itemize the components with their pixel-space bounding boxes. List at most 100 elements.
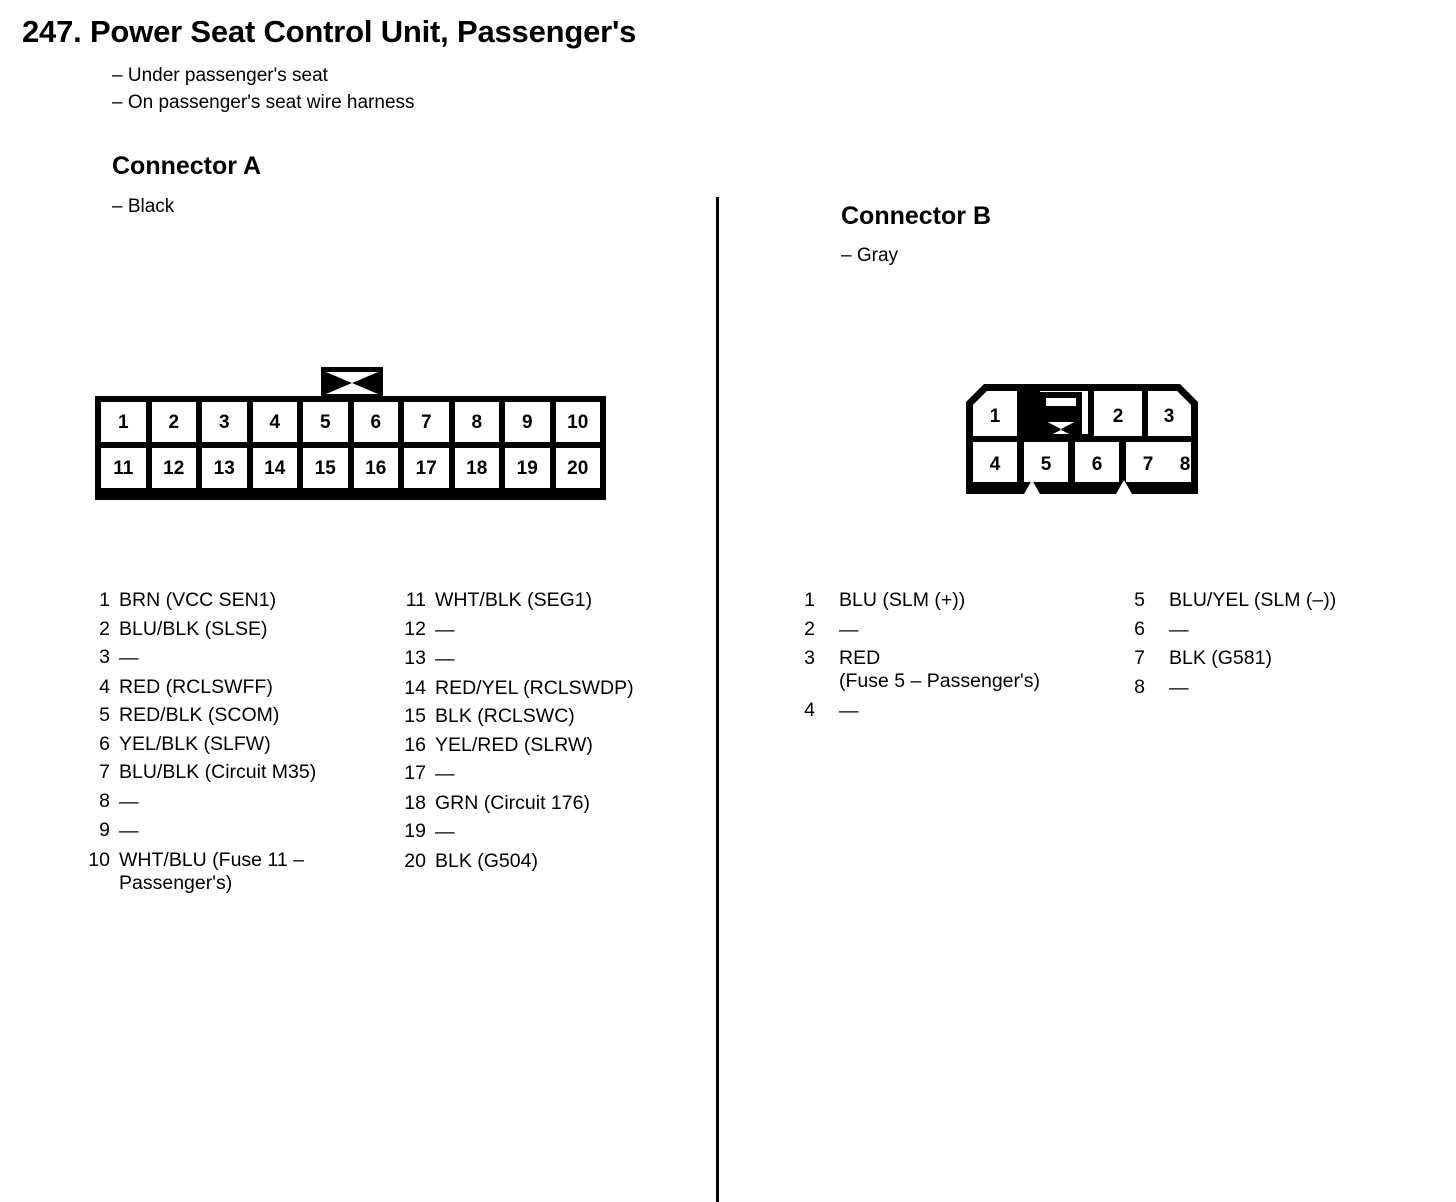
connector-a-color: – Black <box>112 196 175 217</box>
connector-a-bottom-row: 11 12 13 14 15 16 17 18 19 20 <box>101 448 600 494</box>
pin-cell: 19 <box>505 448 550 488</box>
pin-number: 12 <box>404 617 426 640</box>
pin-cell: 17 <box>404 448 449 488</box>
pin-number: 10 <box>88 848 110 871</box>
pin-number: 11 <box>405 589 426 611</box>
pin-number: 7 <box>1134 647 1145 669</box>
vertical-divider <box>716 197 719 1202</box>
pin-number: 6 <box>99 732 110 755</box>
pin-row: 6 YEL/BLK (SLFW) <box>80 733 390 756</box>
pin-row: 8 — <box>1131 676 1431 700</box>
pin-cell: 1 <box>101 402 146 442</box>
connector-a-top-row: 1 2 3 4 5 6 7 8 9 10 <box>101 402 600 448</box>
pin-cell: 15 <box>303 448 348 488</box>
pin-row: 16 YEL/RED (SLRW) <box>400 734 700 757</box>
pin-label: RED/BLK (SCOM) <box>119 704 280 726</box>
pin-cell: 18 <box>454 448 499 488</box>
pin-number: 20 <box>404 849 426 872</box>
pin-cell: 4 <box>252 402 297 442</box>
pin-number: 4 <box>804 698 815 721</box>
pin-label: BLU (SLM (+)) <box>839 589 966 611</box>
pin-cell: 16 <box>353 448 398 488</box>
pin-label: — <box>435 763 455 785</box>
connector-a-tab <box>321 367 383 399</box>
connector-b-pin-list-right: 5 BLU/YEL (SLM (–)) 6 — 7 BLK (G581) 8 — <box>1131 589 1431 705</box>
pin-number: 18 <box>404 791 426 814</box>
pin-label: — <box>119 647 139 669</box>
pin-row: 5 BLU/YEL (SLM (–)) <box>1131 589 1431 612</box>
connector-b-color: – Gray <box>841 245 899 266</box>
pin-number: 3 <box>804 647 815 669</box>
pin-cell: 10 <box>555 402 600 442</box>
pin-label: RED (Fuse 5 – Passenger's) <box>839 647 1040 692</box>
pin-cell-label: 3 <box>1164 404 1175 425</box>
pin-row: 11 WHT/BLK (SEG1) <box>400 589 700 612</box>
pin-row: 14 RED/YEL (RCLSWDP) <box>400 677 700 700</box>
page-title: 247. Power Seat Control Unit, Passenger'… <box>22 14 637 49</box>
pin-cell: 6 <box>353 402 398 442</box>
pin-cell: 13 <box>202 448 247 488</box>
pin-cell: 14 <box>252 448 297 488</box>
pin-cell: 2 <box>151 402 196 442</box>
pin-label: — <box>839 699 859 722</box>
pin-label: BRN (VCC SEN1) <box>119 589 277 611</box>
pin-cell-label: 5 <box>1041 454 1052 475</box>
pin-label: BLU/YEL (SLM (–)) <box>1169 589 1337 611</box>
pin-cell: 8 <box>454 402 499 442</box>
pin-number: 2 <box>99 617 110 640</box>
pin-number: 8 <box>99 789 110 812</box>
pin-label: RED (RCLSWFF) <box>119 675 273 698</box>
pin-cell-label: 4 <box>990 454 1001 475</box>
pin-row: 2 BLU/BLK (SLSE) <box>80 618 390 641</box>
pin-cell: 9 <box>505 402 550 442</box>
pin-number: 4 <box>99 675 110 698</box>
location-notes: – Under passenger's seat – On passenger'… <box>112 62 415 116</box>
pin-row: 13 — <box>400 647 700 671</box>
pin-row: 18 GRN (Circuit 176) <box>400 792 700 815</box>
pin-label: WHT/BLK (SEG1) <box>435 589 593 611</box>
pin-label: — <box>435 618 455 641</box>
pin-number: 3 <box>99 646 110 668</box>
bowtie-icon <box>326 372 378 394</box>
pin-label: — <box>1169 618 1189 641</box>
pin-number: 9 <box>99 819 110 841</box>
pin-number: 17 <box>404 762 426 784</box>
pin-label: — <box>119 790 139 813</box>
pin-cell-label: 6 <box>1092 454 1103 475</box>
pin-label: — <box>119 820 139 842</box>
pin-label: GRN (Circuit 176) <box>435 791 590 814</box>
connector-b-pin-list-left: 1 BLU (SLM (+)) 2 — 3 RED (Fuse 5 – Pass… <box>801 589 1101 728</box>
pin-row: 7 BLK (G581) <box>1131 647 1431 670</box>
pin-row: 5 RED/BLK (SCOM) <box>80 704 390 727</box>
pin-row: 19 — <box>400 820 700 844</box>
pin-number: 1 <box>99 589 110 611</box>
pin-cell-label: 8 <box>1180 454 1191 475</box>
pin-cell: 5 <box>303 402 348 442</box>
connector-a-pin-list-left: 1 BRN (VCC SEN1) 2 BLU/BLK (SLSE) 3 — 4 … <box>80 589 390 900</box>
pin-label: WHT/BLU (Fuse 11 – Passenger's) <box>119 848 304 894</box>
location-note: – Under passenger's seat <box>112 65 328 86</box>
pin-number: 6 <box>1134 617 1145 640</box>
pin-label: BLU/BLK (SLSE) <box>119 617 268 640</box>
pin-cell: 7 <box>404 402 449 442</box>
pin-row: 3 RED (Fuse 5 – Passenger's) <box>801 647 1101 693</box>
pin-label: BLU/BLK (Circuit M35) <box>119 761 317 783</box>
pin-label: BLK (G504) <box>435 849 538 872</box>
pin-row: 1 BLU (SLM (+)) <box>801 589 1101 612</box>
pin-number: 2 <box>804 617 815 640</box>
connector-a-heading: Connector A <box>112 152 262 180</box>
pin-row: 7 BLU/BLK (Circuit M35) <box>80 761 390 784</box>
pin-label: RED/YEL (RCLSWDP) <box>435 676 634 699</box>
pin-label: YEL/BLK (SLFW) <box>119 732 271 755</box>
pin-row: 17 — <box>400 762 700 786</box>
pin-label: — <box>839 618 859 641</box>
pin-label: BLK (RCLSWC) <box>435 705 575 727</box>
pin-row: 20 BLK (G504) <box>400 850 700 873</box>
pin-label: — <box>435 821 455 843</box>
pin-number: 7 <box>99 761 110 783</box>
pin-label: BLK (G581) <box>1169 647 1272 669</box>
connector-b-pin-diagram: 1 2 3 4 5 6 7 8 <box>966 384 1198 494</box>
pin-row: 2 — <box>801 618 1101 642</box>
pin-row: 4 — <box>801 699 1101 723</box>
pin-row: 9 — <box>80 819 390 843</box>
